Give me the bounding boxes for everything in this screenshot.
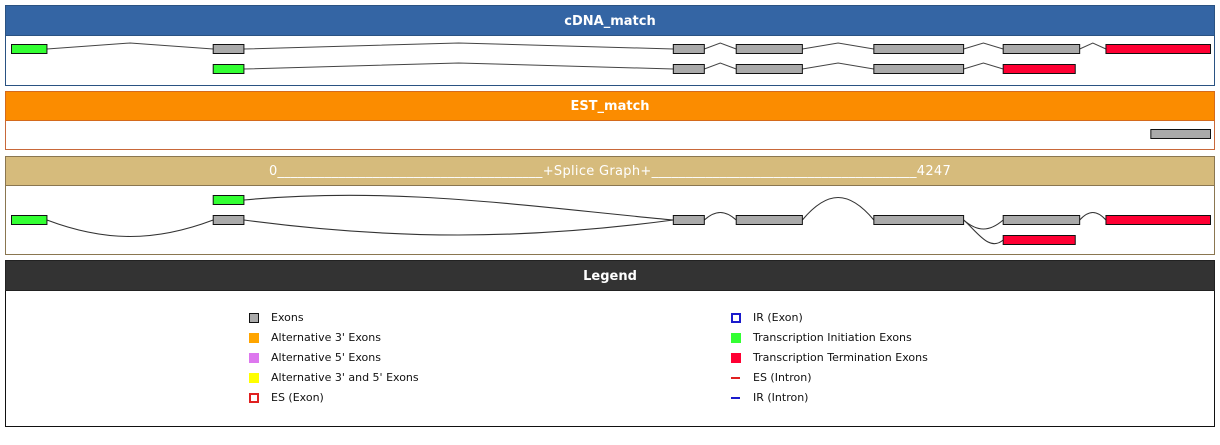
legend-item-termination: Transcription Termination Exons	[731, 348, 928, 368]
ir-exon-swatch-icon	[731, 313, 741, 323]
legend-item-es-exon: ES (Exon)	[249, 388, 419, 408]
es-exon-swatch-icon	[249, 393, 259, 403]
intron-line	[963, 62, 1004, 70]
alt3-swatch-icon	[249, 333, 259, 343]
splice-graph-area	[5, 186, 1215, 255]
initiation-exon	[212, 195, 245, 205]
initiation-swatch-icon	[731, 333, 741, 343]
ir-intron-swatch-icon	[731, 397, 740, 399]
cdna-match-panel: cDNA_match	[5, 5, 1215, 86]
est-match-header[interactable]: EST_match	[5, 91, 1215, 121]
exon	[212, 215, 245, 225]
exon	[1150, 129, 1212, 139]
exon	[672, 215, 705, 225]
splice-edge	[801, 196, 875, 221]
splice-edge	[1079, 211, 1107, 221]
intron-line	[963, 42, 1004, 50]
exon	[1002, 44, 1081, 54]
intron-line	[1079, 42, 1107, 50]
intron-line	[243, 62, 674, 70]
es-intron-swatch-icon	[731, 377, 740, 379]
exon	[873, 64, 965, 74]
intron-line	[704, 42, 737, 50]
legend-column-right: IR (Exon) Transcription Initiation Exons…	[731, 308, 928, 408]
exon	[1002, 215, 1081, 225]
exon	[735, 44, 803, 54]
exon	[212, 44, 245, 54]
termination-exon	[1105, 215, 1212, 225]
termination-swatch-icon	[731, 353, 741, 363]
exon	[873, 44, 965, 54]
termination-exon	[1002, 235, 1076, 245]
legend-item-alt5: Alternative 5' Exons	[249, 348, 419, 368]
cdna-match-tracks	[11, 42, 1212, 74]
intron-line	[243, 42, 674, 50]
splice-graph	[11, 194, 1212, 245]
legend-item-es-intron: ES (Intron)	[731, 368, 928, 388]
legend-item-alt3: Alternative 3' Exons	[249, 328, 419, 348]
legend-item-ir-intron: IR (Intron)	[731, 388, 928, 408]
exon	[873, 215, 965, 225]
splice-edge	[703, 211, 737, 221]
exon	[672, 64, 705, 74]
est-match-tracks	[1150, 129, 1212, 139]
splice-graph-panel: 0_______________________________________…	[5, 156, 1215, 255]
legend-panel: Legend Exons Alternative 3' Exons Altern…	[5, 260, 1215, 427]
exon	[672, 44, 705, 54]
legend-column-left: Exons Alternative 3' Exons Alternative 5…	[249, 308, 419, 408]
alt35-swatch-icon	[249, 373, 259, 383]
legend-item-exons: Exons	[249, 308, 419, 328]
est-match-track-area	[5, 121, 1215, 150]
termination-exon	[1002, 64, 1076, 74]
splice-edge	[243, 194, 674, 221]
initiation-exon	[11, 215, 48, 225]
exon	[735, 64, 803, 74]
legend-item-ir-exon: IR (Exon)	[731, 308, 928, 328]
legend-item-initiation: Transcription Initiation Exons	[731, 328, 928, 348]
legend-header: Legend	[5, 260, 1215, 291]
intron-line	[704, 62, 737, 70]
cdna-match-track-area	[5, 36, 1215, 86]
intron-line	[46, 42, 214, 50]
cdna-match-header[interactable]: cDNA_match	[5, 5, 1215, 36]
intron-line	[802, 62, 874, 70]
alt5-swatch-icon	[249, 353, 259, 363]
legend-item-alt35: Alternative 3' and 5' Exons	[249, 368, 419, 388]
intron-line	[802, 42, 874, 50]
exon	[735, 215, 803, 225]
initiation-exon	[212, 64, 245, 74]
splice-edge	[46, 219, 214, 238]
termination-exon	[1105, 44, 1212, 54]
splice-edge	[963, 219, 1004, 230]
splice-edge	[243, 219, 674, 236]
initiation-exon	[11, 44, 48, 54]
splice-edge	[963, 219, 1004, 245]
est-match-panel: EST_match	[5, 91, 1215, 150]
legend-body: Exons Alternative 3' Exons Alternative 5…	[5, 291, 1215, 427]
splice-graph-header[interactable]: 0_______________________________________…	[5, 156, 1215, 186]
exon-swatch-icon	[249, 313, 259, 323]
